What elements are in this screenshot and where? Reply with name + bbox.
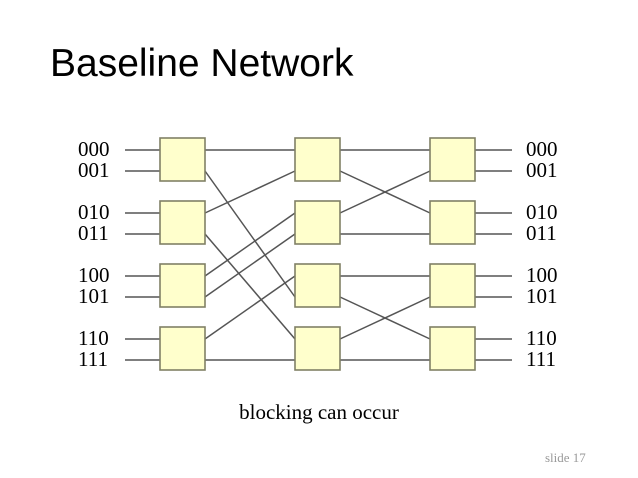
diagram-caption: blocking can occur bbox=[239, 400, 399, 424]
output-label-111: 111 bbox=[526, 347, 556, 371]
output-label-000: 000 bbox=[526, 137, 558, 161]
output-label-101: 101 bbox=[526, 284, 558, 308]
slide-number: slide 17 bbox=[545, 450, 586, 465]
stage1-link-6-to-4 bbox=[204, 275, 296, 340]
switch-stage2-1[interactable] bbox=[294, 137, 341, 182]
switch-stage1-1[interactable] bbox=[159, 137, 206, 182]
input-label-100: 100 bbox=[78, 263, 110, 287]
stage1-link-3-to-6 bbox=[204, 233, 296, 340]
switch-stage3-3[interactable] bbox=[429, 263, 476, 308]
switch-stage3-1[interactable] bbox=[429, 137, 476, 182]
input-label-011: 011 bbox=[78, 221, 109, 245]
switch-stage1-3[interactable] bbox=[159, 263, 206, 308]
switch-stage2-3[interactable] bbox=[294, 263, 341, 308]
stage2-link-2-to-1 bbox=[339, 170, 431, 214]
input-label-111: 111 bbox=[78, 347, 108, 371]
stage2-link-6-to-5 bbox=[339, 296, 431, 340]
input-label-001: 001 bbox=[78, 158, 110, 182]
stage1-link-4-to-2 bbox=[204, 212, 296, 277]
input-label-010: 010 bbox=[78, 200, 110, 224]
switch-stage3-4[interactable] bbox=[429, 326, 476, 371]
output-label-110: 110 bbox=[526, 326, 557, 350]
stage2-link-5-to-6 bbox=[339, 296, 431, 340]
stage1-link-1-to-5 bbox=[204, 170, 296, 298]
switch-stage1-4[interactable] bbox=[159, 326, 206, 371]
input-label-101: 101 bbox=[78, 284, 110, 308]
switch-box-layer bbox=[159, 137, 476, 371]
switch-stage2-2[interactable] bbox=[294, 200, 341, 245]
output-label-100: 100 bbox=[526, 263, 558, 287]
input-label-110: 110 bbox=[78, 326, 109, 350]
input-label-000: 000 bbox=[78, 137, 110, 161]
page-title: Baseline Network bbox=[50, 42, 354, 85]
switch-stage2-4[interactable] bbox=[294, 326, 341, 371]
wire-layer bbox=[125, 149, 512, 361]
output-label-010: 010 bbox=[526, 200, 558, 224]
stage2-link-1-to-2 bbox=[339, 170, 431, 214]
stage1-link-5-to-3 bbox=[204, 233, 296, 298]
stage1-link-2-to-1 bbox=[204, 170, 296, 214]
output-label-001: 001 bbox=[526, 158, 558, 182]
switch-stage1-2[interactable] bbox=[159, 200, 206, 245]
output-label-011: 011 bbox=[526, 221, 557, 245]
switch-stage3-2[interactable] bbox=[429, 200, 476, 245]
